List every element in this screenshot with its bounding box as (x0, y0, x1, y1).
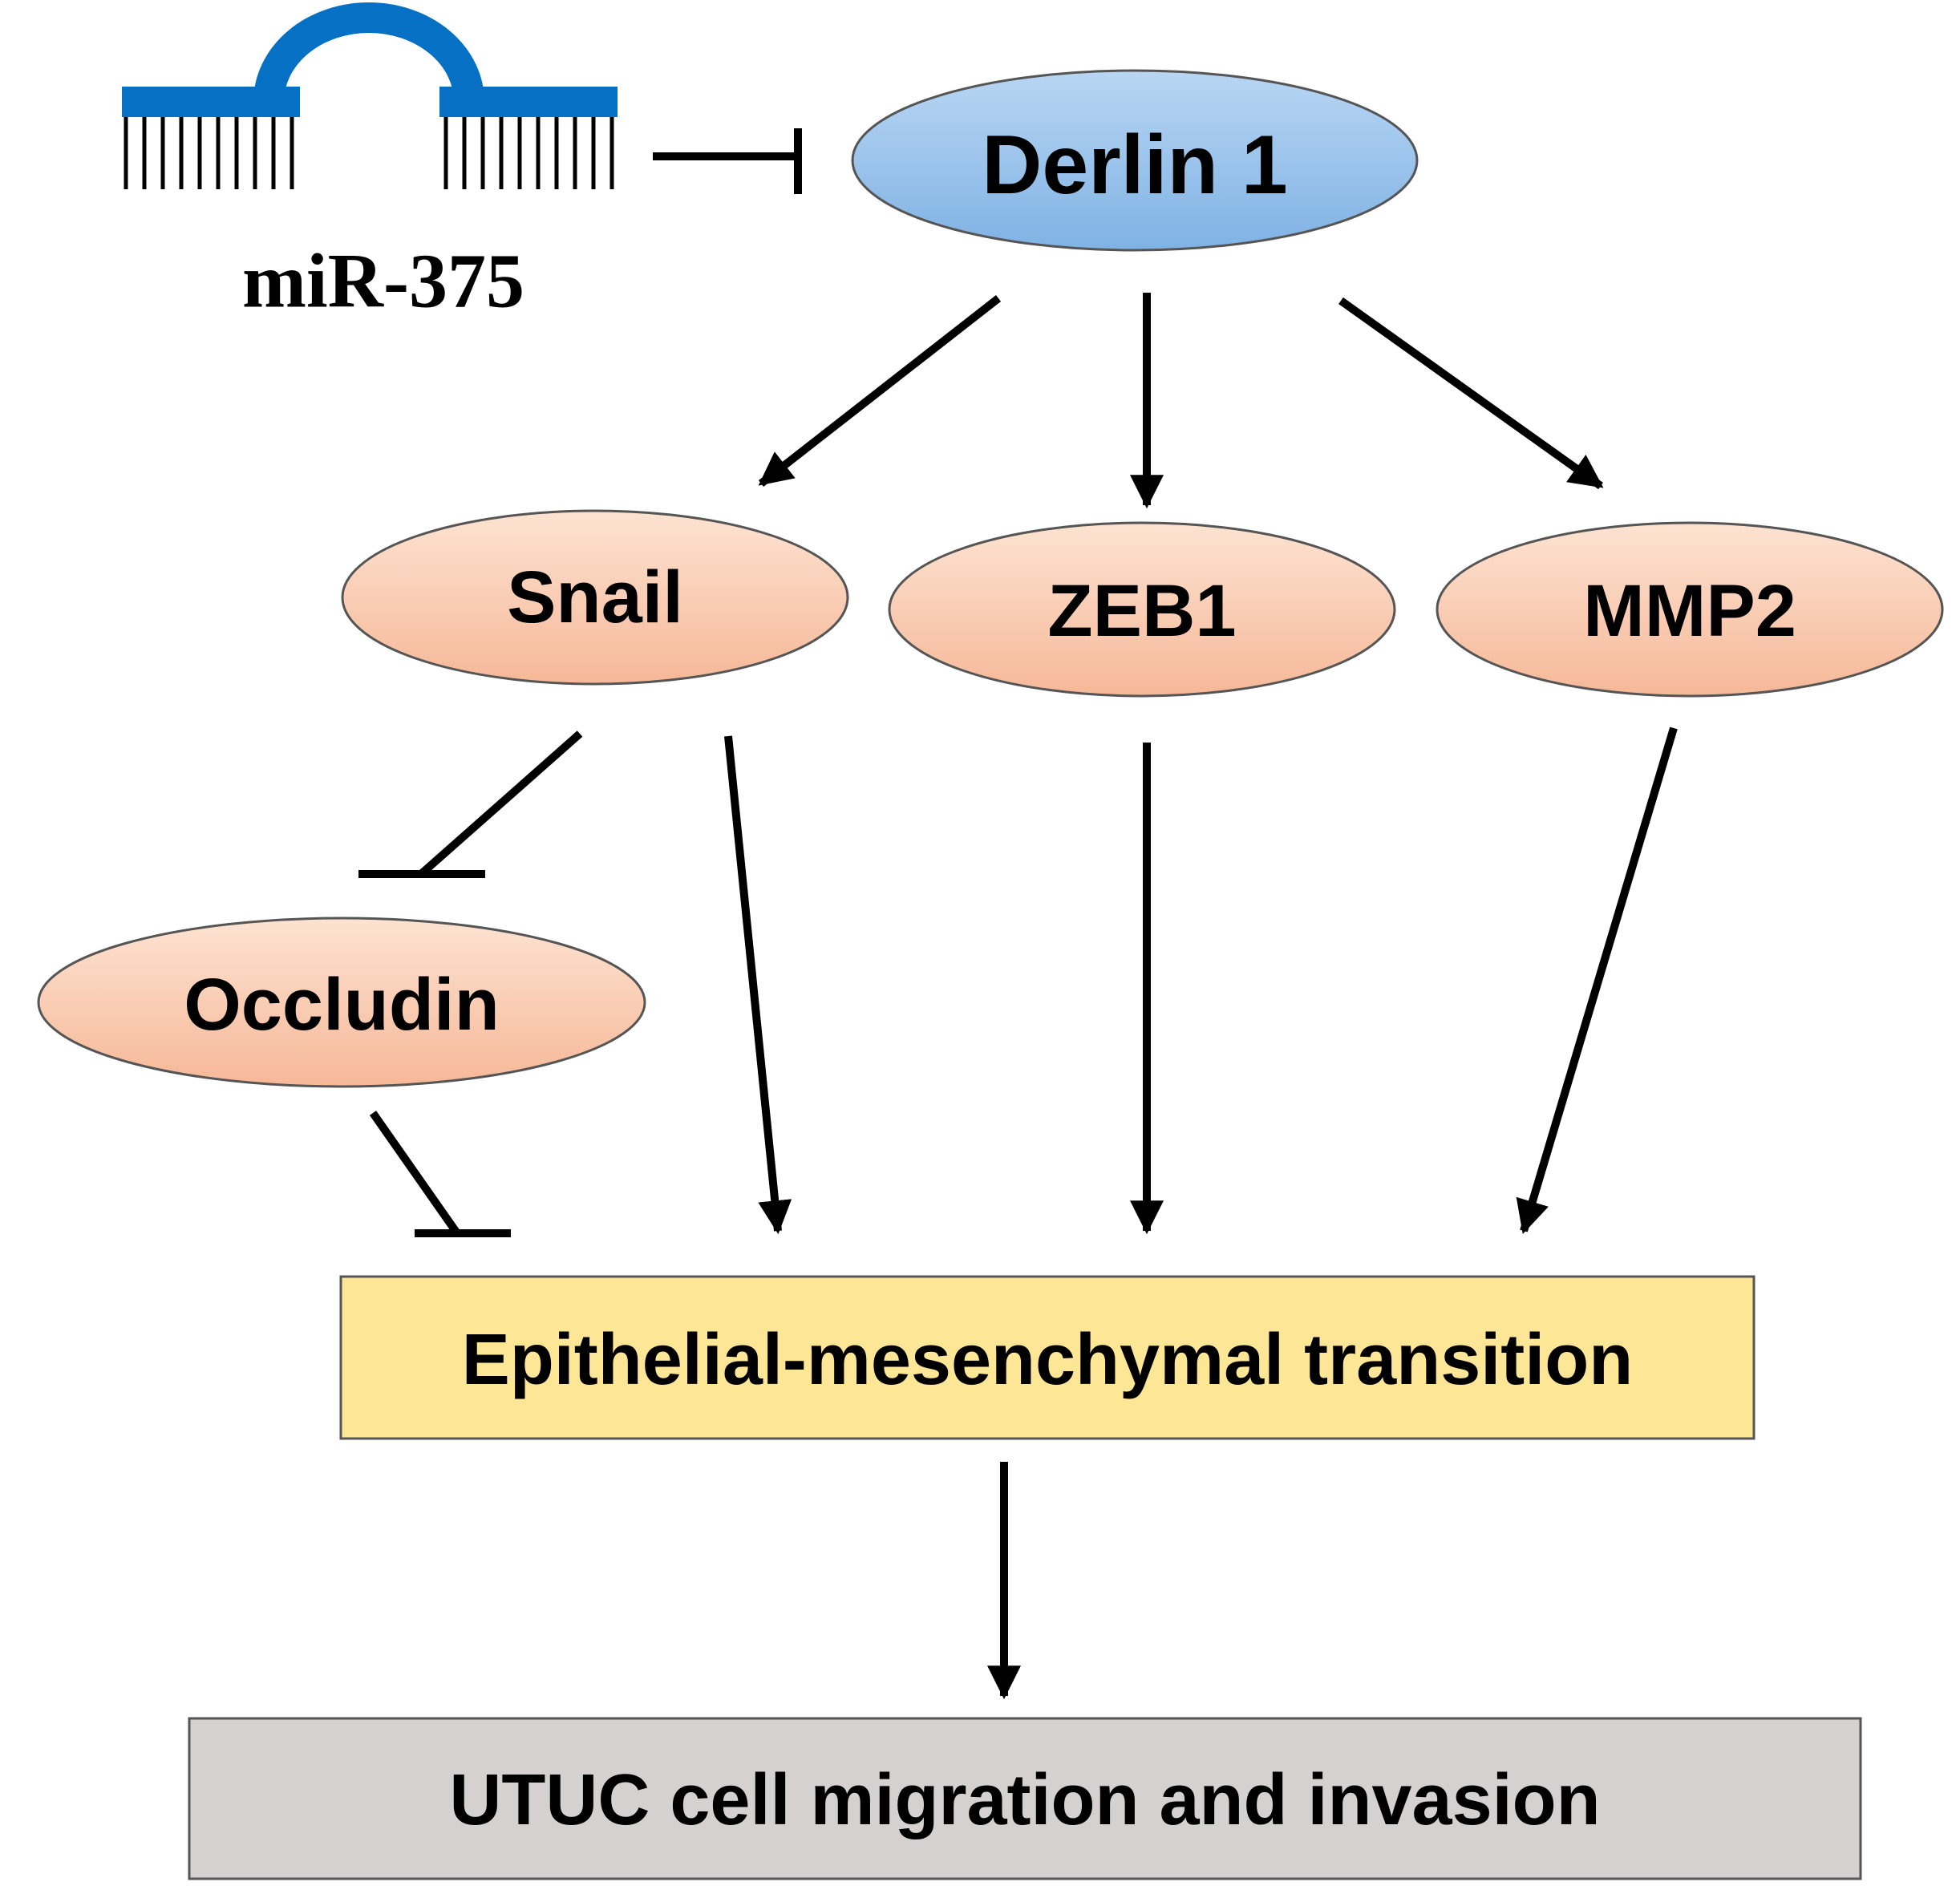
zeb1-label: ZEB1 (1047, 570, 1236, 652)
snail-node: Snail (341, 509, 849, 686)
mmp2-node: MMP2 (1436, 521, 1944, 698)
edge-snail-to-emt (724, 735, 792, 1235)
edge-mmp2-to-emt (1516, 726, 1678, 1235)
derlin-node: Derlin 1 (851, 69, 1419, 252)
occludin-label: Occludin (184, 964, 500, 1046)
emt-box: Epithelial-mesenchymal transition (339, 1275, 1755, 1440)
emt-label: Epithelial-mesenchymal transition (462, 1320, 1633, 1400)
occludin-node: Occludin (37, 917, 646, 1088)
zeb1-node: ZEB1 (888, 521, 1396, 698)
derlin-label: Derlin 1 (982, 119, 1287, 212)
mirna-bases-left (124, 117, 294, 189)
edge-derlin-to-snail (758, 295, 1002, 487)
mirna-bases-right (443, 117, 614, 189)
edge-snail-inhibits-occludin (358, 731, 583, 878)
snail-label: Snail (507, 556, 683, 638)
mmp2-label: MMP2 (1583, 570, 1796, 652)
edge-mirna-inhibits-derlin (653, 128, 802, 194)
utuc-label: UTUC cell migration and invasion (449, 1760, 1600, 1840)
edge-derlin-to-mmp2 (1338, 297, 1604, 490)
mirna-hairpin-icon (122, 2, 618, 189)
mirna-label: miR-375 (242, 238, 524, 324)
utuc-box: UTUC cell migration and invasion (188, 1717, 1862, 1880)
edge-occludin-inhibits-emt (369, 1111, 511, 1237)
